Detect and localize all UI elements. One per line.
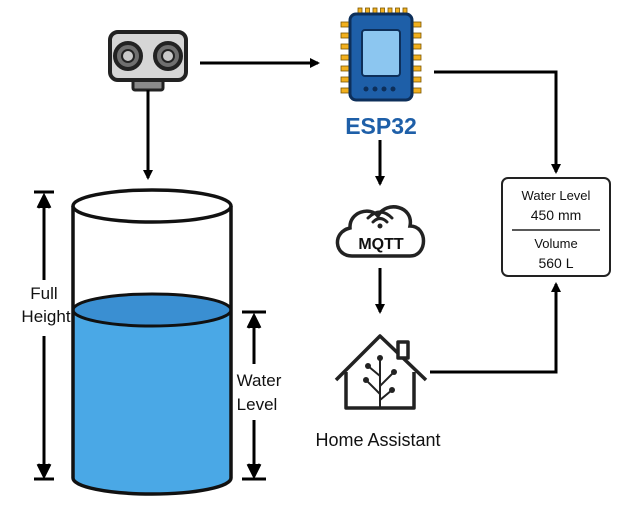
home-assistant-label: Home Assistant [315, 430, 440, 450]
chip-pins-right [409, 21, 422, 94]
readout-level-label: Water Level [522, 188, 591, 203]
connection-arrows [143, 58, 561, 374]
full-height-label-line1: Full [30, 284, 57, 303]
mqtt-label: MQTT [358, 236, 404, 253]
esp32-chip-icon [340, 7, 422, 102]
arrow-esp32-to-readout [434, 70, 561, 174]
esp32-label: ESP32 [345, 113, 417, 139]
water-level-label-line1: Water [237, 371, 282, 390]
water-level-label-line2: Level [237, 395, 278, 414]
readout-volume-label: Volume [534, 236, 577, 251]
water-body [73, 310, 231, 494]
water-tank [71, 188, 233, 496]
readout-level-value: 450 mm [531, 207, 582, 223]
full-height-label-line2: Height [21, 307, 70, 326]
readout-volume-value: 560 L [538, 255, 573, 271]
arrow-home-to-readout [430, 282, 561, 374]
full-height-dimension [34, 190, 54, 481]
readout-panel: Water Level 450 mm Volume 560 L [501, 177, 611, 277]
home-assistant-icon [334, 334, 428, 410]
mqtt-cloud-icon [335, 205, 426, 258]
wifi-icon [366, 210, 394, 224]
water-surface [71, 292, 233, 328]
ultrasonic-sensor-icon [108, 30, 188, 92]
water-level-dimension [242, 310, 266, 481]
